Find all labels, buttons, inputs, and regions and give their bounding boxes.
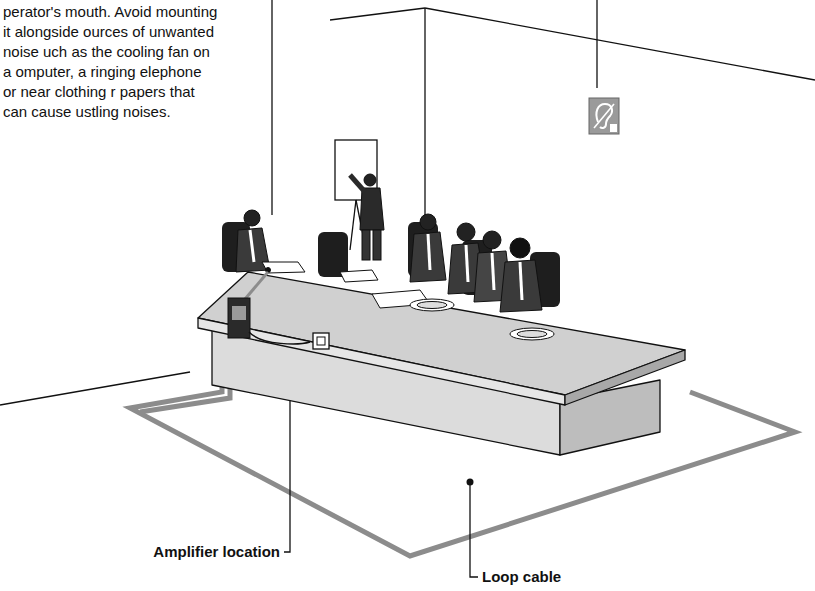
conference-table: [198, 272, 685, 455]
callout-note: perator's mouth. Avoid mounting it along…: [3, 2, 218, 122]
loop-sign: [589, 98, 619, 134]
wall-socket: [313, 333, 329, 349]
callout-heading: Loop cable: [480, 567, 563, 587]
leader-dot: [467, 479, 474, 486]
table-items: [240, 262, 554, 340]
presenter: [350, 174, 384, 260]
callout-heading: Amplifier location: [151, 542, 282, 562]
amplifier: [228, 298, 310, 344]
